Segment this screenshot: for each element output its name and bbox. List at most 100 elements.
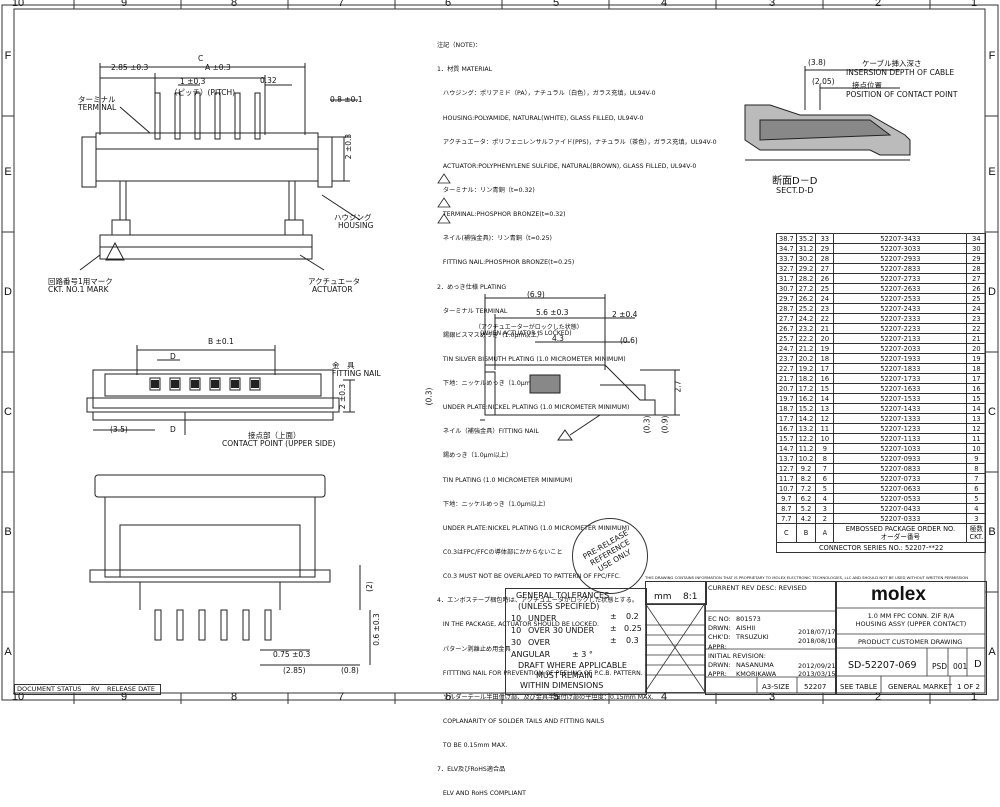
actuator-label: ACTUATOR (312, 285, 353, 294)
table-footer: CONNECTOR SERIES NO.: 52207-**22 (775, 542, 987, 553)
dim-a: A ±0.3 (205, 63, 231, 72)
order-number-cell: 52207-2833 (833, 263, 968, 274)
table-cell: 30 (966, 243, 987, 254)
table-cell: 29 (815, 243, 835, 254)
table-cell: 9 (815, 443, 835, 454)
table-cell: 23 (815, 303, 835, 314)
note-line: ACTUATOR:POLYPHENYLENE SULFIDE, NATURAL(… (437, 162, 697, 170)
section-view-drawing (744, 66, 911, 161)
table-cell: 15 (966, 393, 987, 404)
tol-val-3: 0.3 (626, 636, 639, 645)
tol-val-1: 0.2 (626, 612, 639, 621)
housing-label-jp: ハウジング (334, 213, 372, 222)
table-cell: 11.2 (795, 443, 817, 454)
document-status-strip: DOCUMENT STATUS RV RELEASE DATE (14, 684, 161, 695)
order-number-cell: 52207-1533 (833, 393, 968, 404)
doc-number: SD-52207-069 (848, 660, 917, 671)
table-header-cell: C (776, 523, 797, 543)
rev: D (974, 659, 982, 670)
dim-0-32: 0.32 (260, 76, 277, 85)
table-cell: 18 (815, 353, 835, 364)
table-cell: 13 (815, 403, 835, 414)
rv: RV (91, 685, 100, 693)
order-number-cell: 52207-2333 (833, 313, 968, 324)
dim-2-right: 2 ±0.3 (338, 383, 348, 410)
order-number-cell: 52207-1833 (833, 363, 968, 374)
unit: mm (654, 592, 672, 602)
fitting-nail-label: FITTING NAIL (332, 369, 381, 378)
note-triangles (437, 173, 451, 224)
zone-label: 5 (552, 0, 560, 9)
appr2-label: APPR: (708, 670, 727, 678)
zone-label: 3 (768, 0, 776, 9)
table-cell: 25 (966, 293, 987, 304)
table-cell: 10 (815, 433, 835, 444)
drwn2-label: DRWN: (708, 661, 731, 669)
table-cell: 30.7 (776, 283, 797, 294)
table-cell: 33.7 (776, 253, 797, 264)
table-cell: 18.7 (776, 403, 797, 414)
table-cell: 28 (966, 263, 987, 274)
zone-label: E (4, 166, 12, 178)
zone-label: 10 (11, 0, 25, 9)
dim-2: 2 ±0.3 (344, 133, 354, 160)
appr2-date: 2013/03/15 (798, 670, 836, 678)
table-cell: 10.7 (776, 483, 797, 494)
order-number-cell: 52207-1733 (833, 373, 968, 384)
dim-6-9: (6.9) (527, 290, 545, 299)
housing-label: HOUSING (338, 221, 374, 230)
note-line: TIN SILVER BISMUTH PLATING (1.0 MICROMET… (437, 355, 626, 363)
table-cell: 4 (815, 493, 835, 504)
table-header-cell: 極数 CKT. (966, 523, 987, 543)
table-cell: 24.7 (776, 343, 797, 354)
dim-d-bottom: D (170, 425, 176, 434)
table-cell: 22 (966, 323, 987, 334)
order-number-cell: 52207-0533 (833, 493, 968, 504)
table-cell: 31.7 (776, 273, 797, 284)
table-cell: 31.2 (795, 243, 817, 254)
tol-pm-1: ± (610, 612, 617, 621)
note-line: パターン剥離止め用金具 (437, 645, 511, 653)
table-cell: 30.2 (795, 253, 817, 264)
order-number-cell: 52207-0433 (833, 503, 968, 514)
order-number-cell: 52207-1233 (833, 423, 968, 434)
position-label-jp: 接点位置 (852, 81, 882, 90)
note-line: 錫銀ビスマスめっき（1.0μm以上） (437, 331, 543, 339)
zone-label: 6 (444, 0, 452, 9)
table-cell: 5.2 (795, 503, 817, 514)
note-line: C0.3はFPC/FFCの導体部にかからないこと (437, 549, 563, 557)
note-line: 7．ELV及びRoHS適合品 (437, 766, 506, 774)
current-rev: CURRENT REV DESC: REVISED (708, 584, 807, 592)
zone-label: 7 (337, 691, 345, 703)
zone-label: 1 (970, 691, 978, 703)
doc-status: DOCUMENT STATUS (17, 685, 82, 693)
table-cell: 28 (815, 253, 835, 264)
table-cell: 2 (815, 513, 835, 524)
table-cell: 15 (815, 383, 835, 394)
table-cell: 20.7 (776, 383, 797, 394)
table-cell: 27 (966, 273, 987, 284)
dim-0-6-side: (0.6) (620, 336, 638, 345)
order-number-cell: 52207-1133 (833, 433, 968, 444)
note-line: TIN PLATING (1.0 MICROMETER MINIMUM) (437, 476, 573, 484)
dim-2-bottom: (2) (364, 581, 374, 592)
table-cell: 19.2 (795, 363, 817, 374)
zone-label: 8 (230, 691, 238, 703)
table-cell: 21.7 (776, 373, 797, 384)
note-line: 2．めっき仕様 PLATING (437, 283, 507, 291)
table-header-cell: EMBOSSED PACKAGE ORDER NO. オーダー番号 (833, 523, 968, 543)
table-cell: 11 (966, 433, 987, 444)
table-cell: 26 (966, 283, 987, 294)
front-view-drawing (79, 63, 360, 271)
table-cell: 28.7 (776, 303, 797, 314)
